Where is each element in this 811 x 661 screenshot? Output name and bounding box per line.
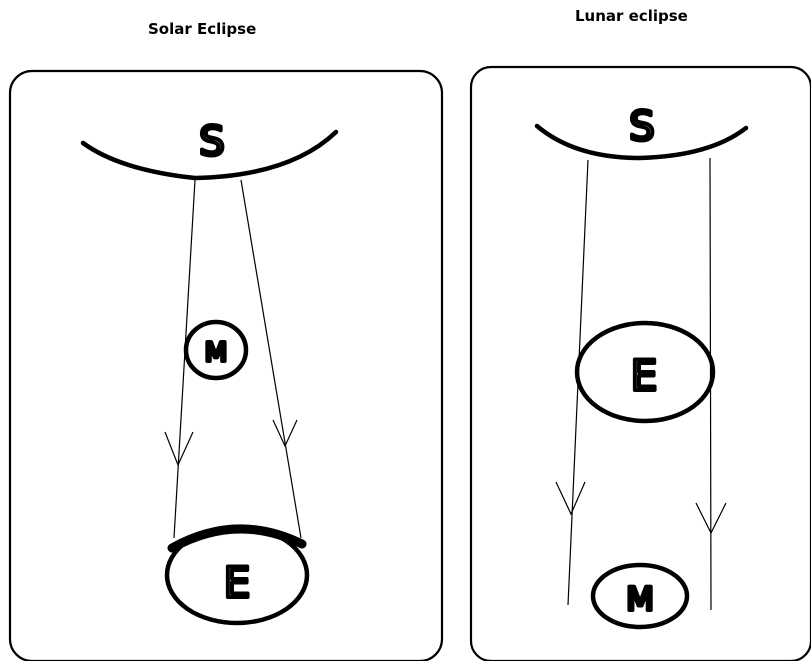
solar-ray-right <box>240 179 302 539</box>
solar-eclipse-title: Solar Eclipse <box>148 20 257 38</box>
solar-ray-right-arrowhead <box>272 419 298 448</box>
solar-bottom-label: E <box>224 558 251 607</box>
lunar-eclipse-panel: S E M <box>469 65 811 661</box>
lunar-sun-label: S <box>629 104 654 150</box>
solar-panel-frame <box>8 69 444 661</box>
solar-ray-left <box>173 179 196 539</box>
solar-sun-arc <box>80 129 339 181</box>
solar-eclipse-panel: S M E <box>8 69 444 661</box>
lunar-bottom-circle <box>590 562 690 630</box>
lunar-middle-circle <box>574 320 716 424</box>
solar-shadow-band <box>167 524 307 553</box>
lunar-sun-arc <box>534 123 749 161</box>
lunar-eclipse-title: Lunar eclipse <box>575 7 688 25</box>
solar-sun-label: S <box>199 119 224 165</box>
solar-ray-left-arrowhead <box>164 431 194 467</box>
lunar-ray-right-arrowhead <box>695 502 727 535</box>
lunar-ray-left-arrowhead <box>555 481 586 516</box>
lunar-bottom-label: M <box>626 580 654 618</box>
solar-middle-label: M <box>205 338 227 368</box>
lunar-panel-frame <box>469 65 811 661</box>
lunar-middle-label: E <box>631 351 658 400</box>
solar-middle-circle <box>183 319 249 381</box>
